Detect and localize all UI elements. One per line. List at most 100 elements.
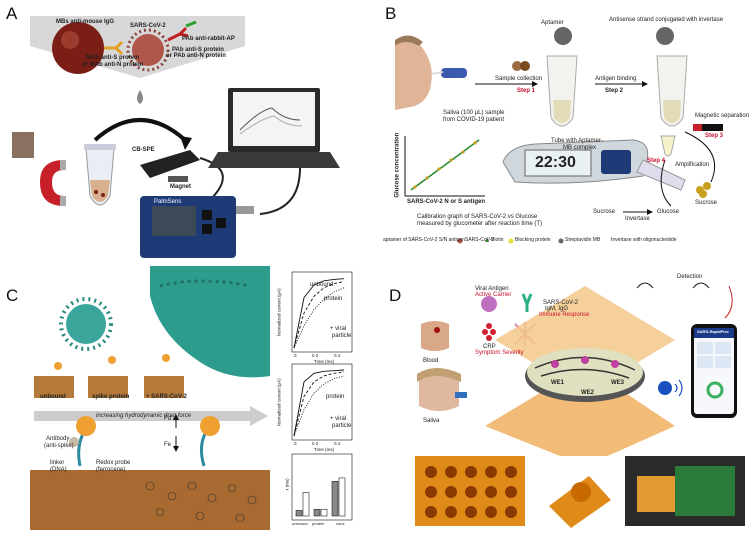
d-immune-label: Immune Response <box>539 312 590 318</box>
a-mab-s-label: MAb anti-S protein <box>86 55 140 61</box>
b-aptamer-label: Aptamer <box>541 20 564 26</box>
c-sars-label: + SARS-CoV-2 <box>146 394 187 400</box>
b-glucose-label: Glucose <box>657 209 680 215</box>
c-plot2-ylabel: Normalized current (μA) <box>276 378 282 427</box>
c-plot3-bars <box>295 477 346 517</box>
a-pab-n-label: or PAb anti-N protein <box>166 53 226 59</box>
c-antibody-label-2: (anti-spike) <box>44 443 74 449</box>
c-plot1-xtick-1: 0.2 <box>312 353 319 358</box>
b-antisense-label: Antisense strand conjugated with inverta… <box>609 17 724 23</box>
b-legend-4: Streptavidin MB <box>565 237 601 243</box>
c-plot3-cat-1: protein <box>312 521 325 526</box>
b-calib-label-2: measured by glucometer after reaction ti… <box>417 221 543 227</box>
c-fd-label: Fd <box>164 416 172 422</box>
c-plot1-frame <box>291 271 353 353</box>
b-step3-label: Step 3 <box>705 133 724 139</box>
c-redox-label-1: Redox probe <box>96 460 131 466</box>
b-sucrose-label-2: Sucrose <box>695 200 718 206</box>
b-legend-2: Biotin <box>491 237 504 243</box>
c-plot1-viral-1: + viral <box>330 326 347 332</box>
c-plot1-ylabel: Normalized current (μA) <box>276 288 282 337</box>
d-sars-igm-label: SARS-CoV-2 <box>543 300 579 306</box>
panel-a-art <box>12 16 340 258</box>
b-calib-label-1: Calibration graph of SARS-CoV-2 vs Gluco… <box>417 214 538 220</box>
c-spike-label: spike protein <box>92 394 130 400</box>
panel-c-art <box>30 266 353 530</box>
d-we2-label: WE2 <box>581 390 595 396</box>
bar-0-0 <box>295 510 303 517</box>
d-we3-label: WE3 <box>611 380 625 386</box>
b-legend-0: aptamer of SARS-CoV-2 S/N antigen <box>383 237 465 243</box>
d-viral-antigen-label: Viral Antigen <box>475 286 509 292</box>
c-plot3-ylabel: τ (ms) <box>284 478 290 491</box>
b-sample-label: Sample collection <box>495 76 543 82</box>
bar-2-1 <box>338 477 346 517</box>
c-plot2-xtick-2: 0.4 <box>334 441 341 446</box>
panel-label-d: D <box>389 286 402 305</box>
c-plot2-xtick-0: 0 <box>294 441 297 446</box>
panel-c: C <box>0 266 375 533</box>
b-saliva-label-2: from COVID-19 patient <box>443 117 505 123</box>
panel-b-art <box>395 27 723 244</box>
b-step1-label: Step 1 <box>517 88 536 94</box>
b-meter-display: 22:30 <box>535 154 576 171</box>
d-symptom-label: Symptom Severity <box>475 350 524 356</box>
panel-label-b: B <box>385 4 397 23</box>
b-tube-label-2: MB complex <box>563 145 597 151</box>
series-line-0 <box>293 278 345 349</box>
b-legend-3: Blocking protein <box>515 237 551 243</box>
bar-2-0 <box>331 480 339 517</box>
bar-1-0 <box>313 508 321 517</box>
d-igm-igg-label: IgM, IgG <box>545 306 569 312</box>
panel-d-art <box>415 282 745 528</box>
a-mab-n-label: or MAb anti-N protein <box>82 62 144 68</box>
c-plot2-viral-1: + viral <box>330 416 347 422</box>
b-antigen-binding-label: Antigen binding <box>595 76 637 82</box>
bar-1-1 <box>320 508 328 517</box>
c-unbound-label: unbound <box>40 394 66 400</box>
c-linker-label-1: linker <box>50 460 65 466</box>
b-step4-label: Step 4 <box>647 158 666 164</box>
series-line-1 <box>293 371 345 437</box>
c-plot1-viral-2: particle <box>332 333 352 339</box>
d-detection-label: Detection <box>677 274 703 280</box>
b-invertase-label: Invertase <box>625 216 650 222</box>
series-line-2 <box>293 287 345 349</box>
b-tube-label-1: Tube with Aptamer- <box>551 138 603 144</box>
c-redox-label-2: (ferrocene) <box>96 467 126 473</box>
d-we1-label: WE1 <box>551 380 565 386</box>
c-plot1-protein: protein <box>324 296 343 302</box>
panel-b: B <box>375 0 750 266</box>
b-amplification-label: Amplification <box>675 162 710 168</box>
c-plot2-frame <box>291 363 353 441</box>
c-plot1-unbound: unbound <box>310 282 334 288</box>
c-plot3-cat-0: unbound <box>292 521 308 526</box>
b-legend-5: Invertase with oligonucleotide <box>611 237 677 243</box>
a-cbspe-label: CB-SPE <box>132 147 155 153</box>
c-plot3-cat-2: virus <box>336 521 345 526</box>
panel-label-c: C <box>6 286 19 305</box>
c-linker-label-2: (DNA) <box>50 467 67 473</box>
a-pab-ap-label: PAb anti-rabbit-AP <box>182 36 235 42</box>
c-plot2-protein: protein <box>326 394 345 400</box>
c-plot1-lines <box>293 278 345 349</box>
b-saliva-label-1: Saliva (100 μL) sample <box>443 110 505 116</box>
bar-0-1 <box>302 492 310 517</box>
c-plot1-xtick-2: 0.4 <box>334 353 341 358</box>
b-step2-label: Step 2 <box>605 88 624 94</box>
panel-d: D <box>375 266 750 533</box>
a-magnet-label: Magnet <box>170 184 191 190</box>
a-mbs-label: MBs anti-mouse IgG <box>56 19 115 25</box>
c-plot2-xtick-1: 0.2 <box>312 441 319 446</box>
c-plot1-xlabel: Time (ms) <box>314 359 335 364</box>
b-yaxis-label: Glucose concentration <box>394 132 401 198</box>
b-magnetic-label: Magnetic separation <box>695 113 750 119</box>
d-active-carrier-label: Active Carrier <box>475 292 512 298</box>
d-saliva-label: Saliva <box>423 418 440 424</box>
series-line-1 <box>293 281 345 349</box>
panel-label-a: A <box>6 4 18 23</box>
d-blood-label: Blood <box>423 358 439 364</box>
c-drag-label: increasing hydrodynamic drag force <box>96 413 192 419</box>
c-plot2-xlabel: Time (ms) <box>314 447 335 452</box>
a-palmsens-label: PalmSens <box>154 199 182 205</box>
